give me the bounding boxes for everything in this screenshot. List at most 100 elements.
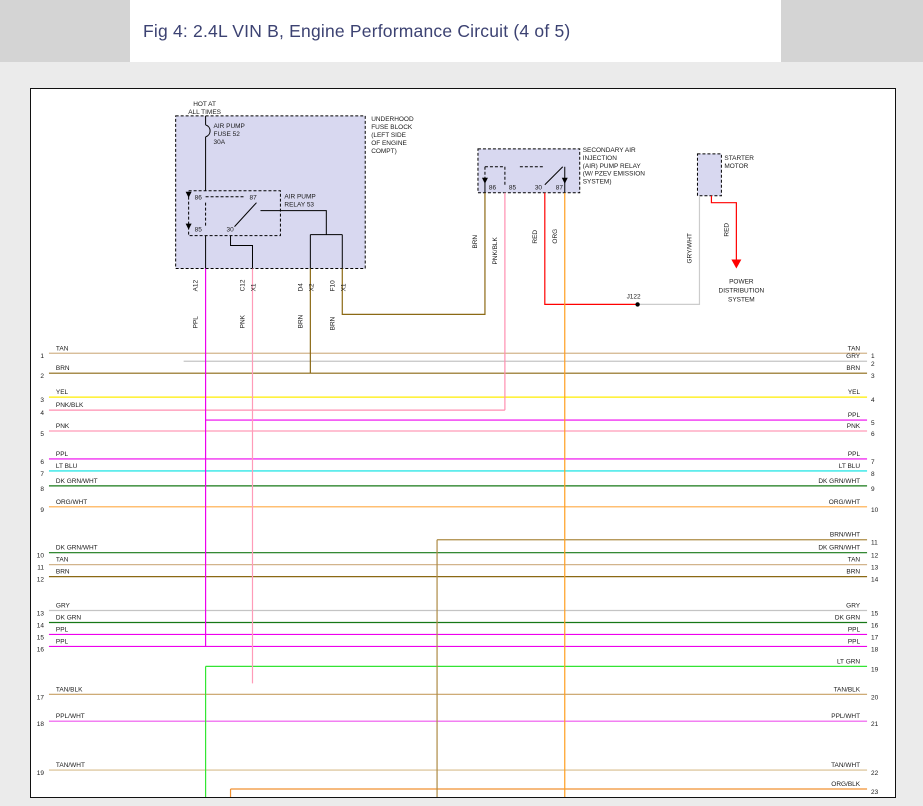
wire-right-number: 5 <box>871 420 875 427</box>
wire-right-label: ORG/WHT <box>829 499 860 506</box>
pin-label-c12: C12 <box>240 279 247 291</box>
wire-left-number: 11 <box>37 565 44 572</box>
wire-right-label: LT BLU <box>839 463 861 470</box>
wire-left-label: BRN <box>56 365 70 372</box>
wire-left-number: 16 <box>37 646 45 653</box>
wire-right-number: 6 <box>871 431 875 438</box>
title-panel: Fig 4: 2.4L VIN B, Engine Performance Ci… <box>130 0 781 62</box>
arrow-icon <box>185 191 192 198</box>
wire-right-number: 7 <box>871 459 875 466</box>
wire-right-number: 11 <box>871 540 878 547</box>
wire-left-label: DK GRN/WHT <box>56 545 98 552</box>
pin-label-d4: D4 <box>297 283 304 292</box>
connector-label-x1: X1 <box>250 283 257 291</box>
wire-left-label: GRY <box>56 603 71 610</box>
component-line <box>230 235 253 269</box>
wire-left-label: PPL <box>56 451 69 458</box>
wire-color-label-pnk-blk: PNK/BLK <box>492 237 499 265</box>
wire-right-number: 9 <box>871 486 875 493</box>
wire-left-number: 18 <box>37 721 45 728</box>
wire-left-number: 3 <box>40 397 44 404</box>
wire-left-label: TAN <box>56 557 69 564</box>
wire-left-label: PNK/BLK <box>56 402 84 409</box>
wire-right-label: LT GRN <box>837 658 860 665</box>
connector-label-x1: X1 <box>340 283 347 291</box>
wire-red <box>710 195 737 260</box>
sec-relay-terminal-87: 87 <box>556 185 564 192</box>
component-line <box>260 210 327 235</box>
wire-right-number: 2 <box>871 361 875 368</box>
air-pump-relay-label: RELAY 53 <box>284 202 314 209</box>
underhood-fuse-block-label: OF ENGINE <box>371 140 407 147</box>
wire-right-label: PPL/WHT <box>831 713 860 720</box>
wire-right-number: 18 <box>871 646 879 653</box>
wire-left-label: LT BLU <box>56 463 78 470</box>
wire-color-label-ppl: PPL <box>193 316 200 329</box>
wire-color-label-gry-wht: GRY/WHT <box>686 233 693 263</box>
wire-left-label: YEL <box>56 389 69 396</box>
wire-left-number: 7 <box>40 471 44 478</box>
wire-right-label: PNK <box>847 423 861 430</box>
wire-color-label-brn: BRN <box>329 316 336 330</box>
wire-left-label: DK GRN/WHT <box>56 478 98 485</box>
wire-left-label: PPL/WHT <box>56 713 85 720</box>
underhood-fuse-block-box <box>175 115 366 269</box>
wire-right-label: GRY <box>846 603 861 610</box>
relay-terminal-86: 86 <box>195 195 203 202</box>
wire-color-label-org: ORG <box>552 229 559 244</box>
wire-left-label: ORG/WHT <box>56 499 87 506</box>
wire-color-label-brn: BRN <box>297 314 304 328</box>
wire-right-number: 4 <box>871 397 875 404</box>
wire-right-number: 14 <box>871 577 879 584</box>
wire-left-number: 10 <box>37 553 45 560</box>
sec-relay-terminal-30: 30 <box>535 185 543 192</box>
header-bar: Fig 4: 2.4L VIN B, Engine Performance Ci… <box>0 0 923 62</box>
wire-left-number: 1 <box>40 353 44 360</box>
wire-left-number: 4 <box>40 410 44 417</box>
starter-motor-label: STARTER <box>724 155 754 162</box>
wire-right-number: 17 <box>871 634 879 641</box>
power-distribution-label: POWER <box>729 278 754 285</box>
wire-right-number: 13 <box>871 565 879 572</box>
connector-label-x2: X2 <box>308 283 315 291</box>
sec-relay-terminal-86: 86 <box>489 185 497 192</box>
wire-left-number: 19 <box>37 770 45 777</box>
arrow-icon <box>481 177 488 184</box>
wire-left-number: 14 <box>37 622 45 629</box>
relay-terminal-87: 87 <box>249 195 257 202</box>
wire-color-label-brn: BRN <box>472 235 479 249</box>
underhood-fuse-block-label: (LEFT SIDE <box>371 132 406 139</box>
arrow-icon <box>561 177 568 184</box>
wire-left-label: DK GRN <box>56 615 81 622</box>
power-distribution-label: DISTRIBUTION <box>719 287 765 294</box>
wire-right-number: 10 <box>871 507 879 514</box>
wire-left-number: 9 <box>40 507 44 514</box>
underhood-fuse-block-label: COMPT) <box>371 148 397 155</box>
wire-right-number: 1 <box>871 353 875 360</box>
wire-left-label: BRN <box>56 569 70 576</box>
wire-left-label: PPL <box>56 638 69 645</box>
air-pump-fuse-label: 30A <box>214 139 226 146</box>
arrow-icon <box>185 223 192 230</box>
wire-right-number: 3 <box>871 373 875 380</box>
component-line <box>544 166 564 186</box>
wire-right-label: TAN/BLK <box>834 686 861 693</box>
wire-right-label: PPL <box>848 412 861 419</box>
pin-label-f10: F10 <box>329 280 336 292</box>
pin-label-a12: A12 <box>193 280 200 292</box>
wire-left-number: 6 <box>40 459 44 466</box>
air-pump-relay-box <box>188 190 281 237</box>
wire-left-label: PPL <box>56 626 69 633</box>
wire-right-label: GRY <box>846 353 861 360</box>
fuse-symbol <box>205 124 211 138</box>
wire-right-label: BRN <box>846 569 860 576</box>
wire-right-label: PPL <box>848 451 861 458</box>
wire-left-number: 5 <box>40 431 44 438</box>
air-pump-fuse-label: AIR PUMP <box>214 123 245 130</box>
component-line <box>234 202 257 227</box>
wire-right-number: 16 <box>871 622 879 629</box>
wire-right-label: BRN/WHT <box>830 532 860 539</box>
sec-air-relay-label: (AIR) PUMP RELAY <box>583 163 642 170</box>
air-pump-relay-label: AIR PUMP <box>284 194 315 201</box>
